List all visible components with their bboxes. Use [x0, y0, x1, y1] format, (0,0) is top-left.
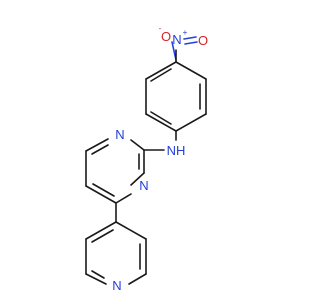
nitro-oxygen-charge: -	[159, 24, 162, 33]
nitro-group	[171, 36, 198, 63]
amine-nh-label: NH	[167, 143, 186, 158]
pyrimidine-n-bottom-label: N	[139, 178, 148, 193]
nitro-nitrogen-label: N	[172, 32, 181, 47]
pyridine-ring	[85, 221, 147, 285]
nitrophenyl-ring	[145, 61, 207, 132]
nitro-oxygen-right-label: O	[198, 33, 208, 48]
atom-labels: O - N + O NH N N N	[112, 24, 208, 293]
nitro-oxygen-top-label: O	[161, 29, 171, 44]
amine-linker	[143, 130, 177, 151]
pyrimidine-n-top-label: N	[115, 127, 124, 142]
molecule-structure: O - N + O NH N N N	[85, 24, 208, 293]
pyridine-n-label: N	[112, 278, 121, 293]
bond-n-o-right-a	[183, 36, 197, 40]
bond-n-o-right-b	[184, 41, 198, 45]
nitro-nitrogen-charge: +	[183, 28, 188, 37]
pyrimidine-ring	[85, 138, 145, 204]
